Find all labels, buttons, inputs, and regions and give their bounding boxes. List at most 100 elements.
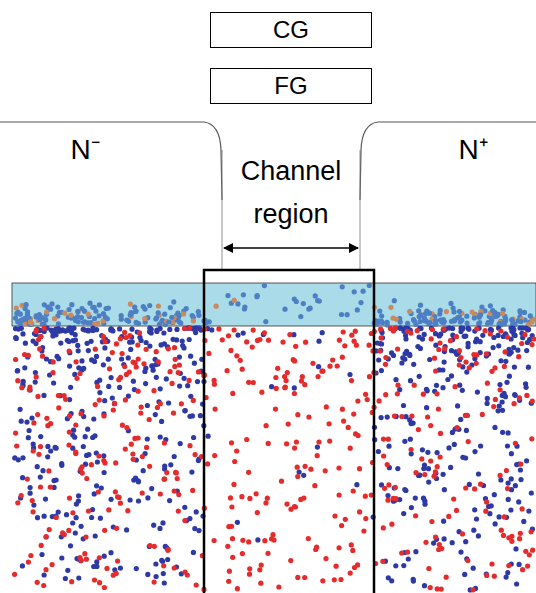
charge-dot bbox=[143, 381, 148, 386]
charge-dot bbox=[162, 312, 167, 317]
charge-dot bbox=[212, 538, 217, 543]
charge-dot bbox=[310, 361, 315, 366]
charge-dot bbox=[263, 319, 268, 324]
charge-dot bbox=[97, 390, 102, 395]
charge-dot bbox=[229, 504, 234, 509]
charge-dot bbox=[411, 317, 416, 322]
charge-dot bbox=[101, 453, 106, 458]
charge-dot bbox=[517, 308, 522, 313]
charge-dot bbox=[363, 392, 368, 397]
charge-dot bbox=[159, 419, 164, 424]
charge-dot bbox=[427, 310, 432, 315]
charge-dot bbox=[20, 563, 25, 568]
charge-dot bbox=[351, 412, 356, 417]
charge-dot bbox=[97, 378, 102, 383]
charge-dot bbox=[151, 388, 156, 393]
charge-dot bbox=[40, 354, 45, 359]
charge-dot bbox=[91, 416, 96, 421]
charge-dot bbox=[440, 385, 445, 390]
charge-dot bbox=[104, 306, 109, 311]
charge-dot bbox=[377, 349, 382, 354]
charge-dot bbox=[86, 348, 91, 353]
charge-dot bbox=[398, 326, 403, 331]
charge-dot bbox=[406, 556, 411, 561]
charge-dot bbox=[392, 298, 397, 303]
charge-dot bbox=[265, 496, 270, 501]
charge-dot bbox=[230, 391, 235, 396]
charge-dot bbox=[166, 400, 171, 405]
dimension-arrow bbox=[224, 247, 358, 249]
charge-dot bbox=[395, 391, 400, 396]
charge-dot bbox=[457, 314, 462, 319]
charge-dot bbox=[125, 508, 130, 513]
charge-dot bbox=[157, 526, 162, 531]
charge-dot bbox=[132, 436, 137, 441]
charge-dot bbox=[380, 559, 385, 564]
charge-dot bbox=[497, 404, 502, 409]
charge-dot bbox=[112, 401, 117, 406]
charge-dot bbox=[175, 476, 180, 481]
charge-dot bbox=[152, 580, 157, 585]
charge-dot bbox=[448, 465, 453, 470]
charge-dot bbox=[437, 311, 442, 316]
charge-dot bbox=[198, 413, 203, 418]
charge-dot bbox=[269, 536, 274, 541]
charge-dot bbox=[235, 586, 240, 591]
charge-dot bbox=[484, 351, 489, 356]
charge-dot bbox=[501, 533, 506, 538]
charge-dot bbox=[19, 493, 24, 498]
charge-dot bbox=[399, 414, 404, 419]
charge-dot bbox=[176, 370, 181, 375]
charge-dot bbox=[496, 343, 501, 348]
charge-dot bbox=[55, 304, 60, 309]
charge-dot bbox=[496, 408, 501, 413]
charge-dot bbox=[141, 361, 146, 366]
charge-dot bbox=[327, 439, 332, 444]
charge-dot bbox=[120, 351, 125, 356]
charge-dot bbox=[295, 575, 300, 580]
charge-dot bbox=[473, 339, 478, 344]
charge-dot bbox=[20, 318, 25, 323]
charge-dot bbox=[334, 564, 339, 569]
charge-dot bbox=[454, 508, 459, 513]
charge-dot bbox=[511, 401, 516, 406]
charge-dot bbox=[316, 364, 321, 369]
charge-dot bbox=[147, 544, 152, 549]
charge-dot bbox=[399, 550, 404, 555]
charge-dot bbox=[393, 485, 398, 490]
charge-dot bbox=[196, 369, 201, 374]
charge-dot bbox=[442, 360, 447, 365]
charge-dot bbox=[191, 550, 196, 555]
charge-dot bbox=[323, 556, 328, 561]
charge-dot bbox=[92, 577, 97, 582]
charge-dot bbox=[480, 333, 485, 338]
charge-dot bbox=[436, 347, 441, 352]
charge-dot bbox=[116, 377, 121, 382]
charge-dot bbox=[41, 393, 46, 398]
charge-dot bbox=[142, 369, 147, 374]
charge-dot bbox=[72, 435, 77, 440]
charge-dot bbox=[246, 539, 251, 544]
charge-dot bbox=[230, 555, 235, 560]
charge-dot bbox=[476, 533, 481, 538]
charge-dot bbox=[151, 523, 156, 528]
charge-dot bbox=[147, 464, 152, 469]
charge-dot bbox=[441, 326, 446, 331]
charge-dot bbox=[19, 419, 24, 424]
charge-dot bbox=[279, 479, 284, 484]
charge-dot bbox=[190, 413, 195, 418]
charge-dot bbox=[56, 321, 61, 326]
charge-dot bbox=[382, 486, 387, 491]
charge-dot bbox=[66, 442, 71, 447]
charge-dot bbox=[31, 420, 36, 425]
charge-dot bbox=[295, 474, 300, 479]
charge-dot bbox=[44, 416, 49, 421]
charge-dot bbox=[69, 579, 74, 584]
charge-dot bbox=[244, 437, 249, 442]
charge-dot bbox=[117, 326, 122, 331]
charge-dot bbox=[23, 341, 28, 346]
charge-dot bbox=[175, 311, 180, 316]
charge-dot bbox=[283, 384, 288, 389]
charge-dot bbox=[472, 315, 477, 320]
charge-dot bbox=[423, 540, 428, 545]
